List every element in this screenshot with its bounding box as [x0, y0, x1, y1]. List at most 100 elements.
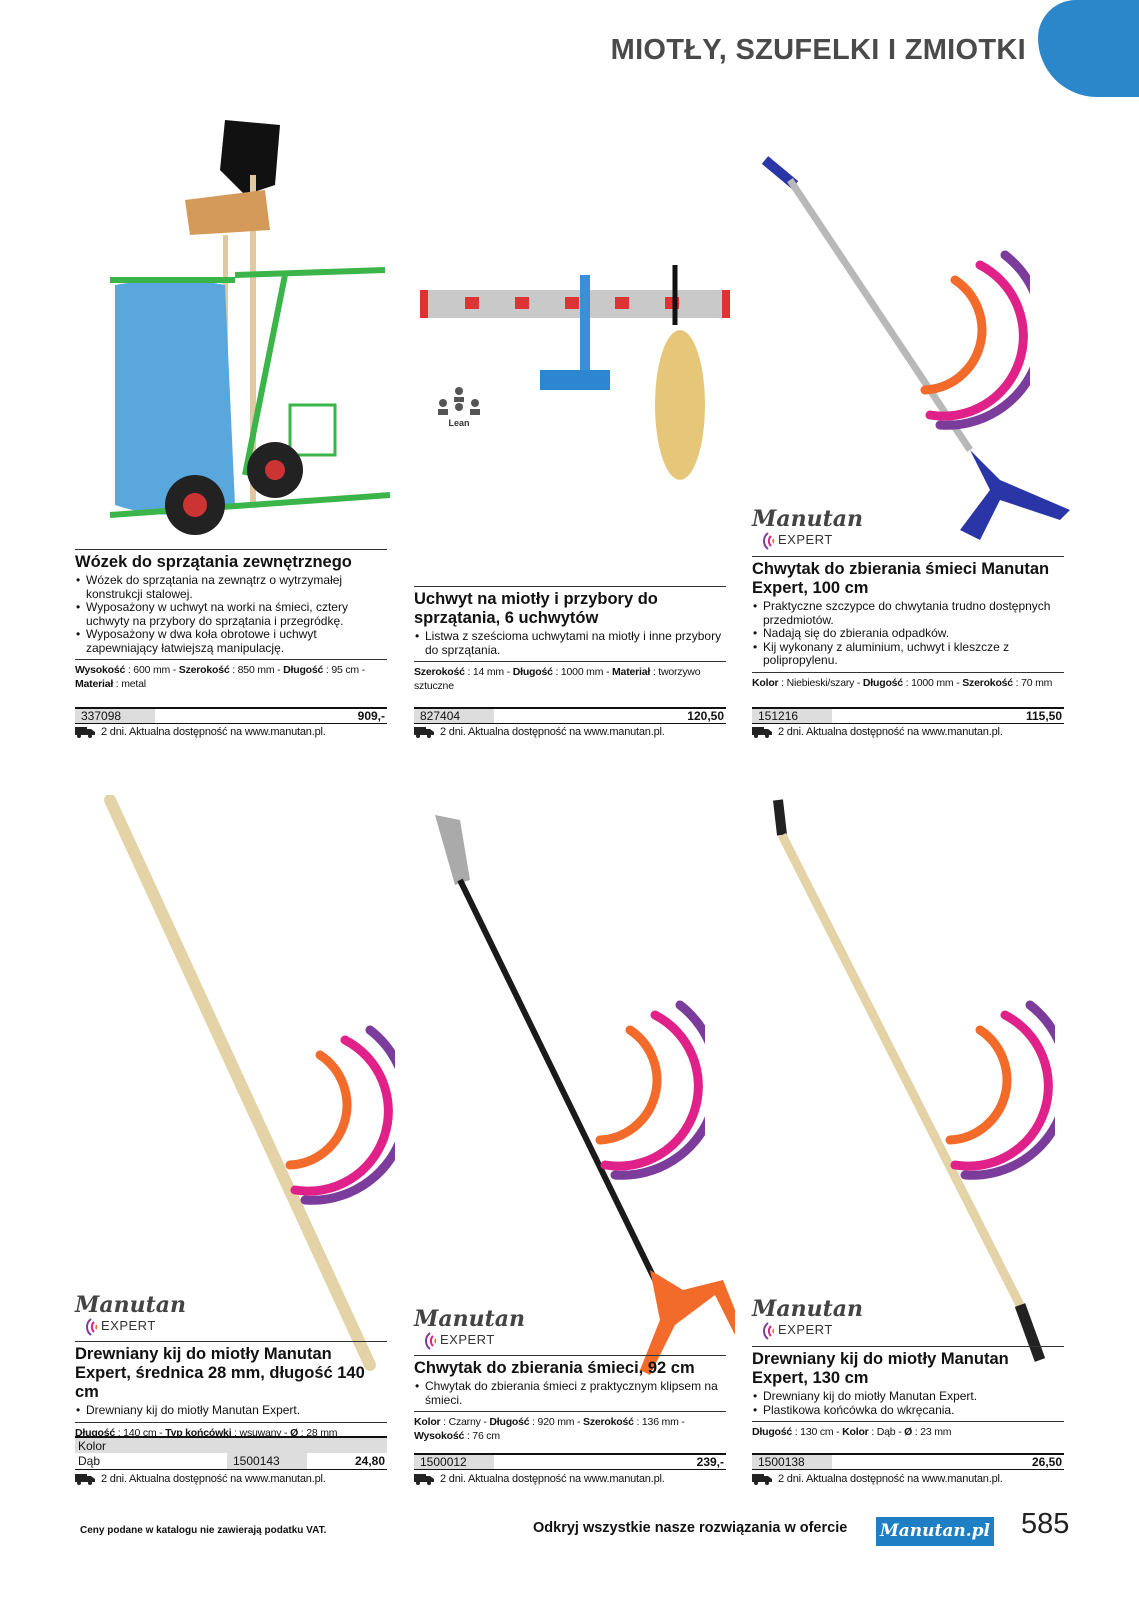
divider [414, 1411, 726, 1412]
feature-list: Drewniany kij do miotły Manutan Expert. [75, 1403, 387, 1418]
spec-value: : 600 mm - [125, 664, 179, 676]
price-row[interactable]: 1500138 26,50 [752, 1453, 1064, 1470]
product-code: 1500138 [752, 1455, 832, 1469]
product-specs: Kolor : Czarny - Długość : 920 mm - Szer… [414, 1415, 726, 1443]
delivery-text: 2 dni. Aktualna dostępność na www.manuta… [778, 1473, 1003, 1485]
spec-label: Wysokość [414, 1430, 465, 1442]
delivery-text: 2 dni. Aktualna dostępność na www.manuta… [440, 1473, 665, 1485]
product-image-wooden-stick-130 [773, 799, 1046, 1362]
product-price: 909,- [357, 709, 385, 723]
delivery-info: 2 dni. Aktualna dostępność na www.manuta… [75, 1473, 326, 1485]
product-price: 26,50 [1031, 1455, 1062, 1469]
delivery-text: 2 dni. Aktualna dostępność na www.manuta… [440, 726, 665, 738]
divider [752, 556, 1064, 560]
feature-item: Nadają się do zbierania odpadków. [752, 626, 1064, 641]
product-code: 337098 [75, 709, 155, 723]
spec-value: : tworzywo sztuczne [414, 666, 701, 692]
spec-value: : Niebieski/szary - [778, 676, 863, 689]
divider [75, 549, 387, 553]
spec-label: Szerokość [962, 676, 1013, 689]
spec-label: Szerokość [583, 1416, 634, 1428]
feature-item: Chwytak do zbierania śmieci z praktyczny… [414, 1379, 726, 1407]
spec-value: : 76 cm [464, 1430, 500, 1442]
divider [75, 1341, 387, 1345]
spec-value: : 1000 mm - [552, 666, 613, 678]
product-image-grabber-92 [435, 815, 735, 1375]
delivery-text: 2 dni. Aktualna dostępność na www.manuta… [101, 1473, 326, 1485]
brand-arcs-icon [285, 1025, 395, 1205]
spec-value: : 1000 mm - [902, 676, 963, 689]
manutan-expert-logo: Manutan EXPERT [752, 1296, 864, 1340]
brand-arcs-icon [945, 1000, 1055, 1180]
divider [752, 1421, 1064, 1422]
spec-value: : 850 mm - [229, 664, 284, 676]
product-title[interactable]: Drewniany kij do miotły Manutan Expert, … [752, 1350, 1009, 1387]
product-code: 1500143 [227, 1453, 307, 1469]
truck-icon [75, 726, 95, 738]
product-card: Chwytak do zbierania śmieci, 92 cm Chwyta… [414, 1355, 726, 1443]
spec-value: : Dąb - [868, 1426, 905, 1438]
spec-label: Szerokość [414, 666, 465, 678]
manutan-expert-logo: Manutan EXPERT [75, 1292, 187, 1336]
spec-value: : 920 mm - [529, 1416, 584, 1428]
feature-item: Drewniany kij do miotły Manutan Expert. [752, 1389, 1064, 1404]
product-title[interactable]: Chwytak do zbierania śmieci Manutan Expe… [752, 560, 1050, 597]
delivery-info: 2 dni. Aktualna dostępność na www.manuta… [75, 726, 326, 738]
feature-item: Wózek do sprzątania na zewnątrz o wytrzy… [75, 573, 387, 601]
page-number: 585 [1021, 1508, 1070, 1540]
manutan-expert-logo: Manutan EXPERT [752, 506, 864, 550]
product-specs: Kolor : Niebieski/szary - Długość : 1000… [752, 676, 1064, 690]
spec-label: Długość [862, 676, 903, 689]
spec-label: Ø [904, 1426, 913, 1438]
spec-label: Długość [75, 1426, 116, 1439]
spec-label: Długość [489, 1416, 530, 1428]
price-row[interactable]: 337098 909,- [75, 707, 387, 724]
feature-item: Listwa z sześcioma uchwytami na miotły i… [414, 629, 726, 657]
spec-label: Kolor [414, 1416, 441, 1428]
delivery-info: 2 dni. Aktualna dostępność na www.manuta… [752, 1473, 1003, 1485]
manutan-pl-link[interactable]: Manutan.pl [876, 1517, 994, 1546]
product-code: 827404 [414, 709, 494, 723]
spec-label: Długość [752, 1426, 793, 1438]
spec-label: Typ końcówki [165, 1426, 232, 1439]
product-code: 151216 [752, 709, 832, 723]
product-specs: Szerokość : 14 mm - Długość : 1000 mm - … [414, 665, 726, 693]
spec-label: Materiał [612, 666, 651, 678]
feature-list: Chwytak do zbierania śmieci z praktyczny… [414, 1379, 726, 1407]
section-tab-marker [1038, 0, 1139, 97]
product-title[interactable]: Drewniany kij do miotły Manutan Expert, … [75, 1345, 365, 1401]
spec-value: : 70 mm [1012, 676, 1053, 689]
divider [752, 671, 1064, 673]
feature-item: Kij wykonany z aluminium, uchwyt i klesz… [752, 640, 1064, 668]
product-image-broom-holder [420, 265, 730, 480]
spec-value: : 23 mm [912, 1426, 952, 1438]
product-specs: Długość : 130 cm - Kolor : Dąb - Ø : 23 … [752, 1425, 1064, 1439]
spec-label: Wysokość [75, 664, 126, 676]
delivery-text: 2 dni. Aktualna dostępność na www.manuta… [101, 726, 326, 738]
product-title[interactable]: Chwytak do zbierania śmieci, 92 cm [414, 1359, 695, 1377]
product-title[interactable]: Wózek do sprzątania zewnętrznego [75, 553, 352, 571]
lean-icon: Lean [438, 387, 480, 427]
variant-color: Dąb [78, 1454, 101, 1468]
spec-label: Kolor [842, 1426, 869, 1438]
product-card: Wózek do sprzątania zewnętrznegoWózek do… [75, 549, 387, 691]
page-title: MIOTŁY, SZUFELKI I ZMIOTKI [610, 34, 1026, 66]
truck-icon [752, 726, 772, 738]
spec-value: : metal [113, 678, 146, 690]
divider [75, 1421, 387, 1423]
spec-label: Ø [290, 1426, 299, 1439]
feature-list: Drewniany kij do miotły Manutan Expert.P… [752, 1389, 1064, 1417]
divider [75, 659, 387, 660]
delivery-info: 2 dni. Aktualna dostępność na www.manuta… [752, 726, 1003, 738]
feature-list: Listwa z sześcioma uchwytami na miotły i… [414, 629, 726, 657]
product-specs: Wysokość : 600 mm - Szerokość : 850 mm -… [75, 663, 387, 691]
product-image-grabber-100 [761, 156, 1070, 540]
product-title[interactable]: Uchwyt na miotły i przybory do sprzątani… [414, 590, 658, 627]
brand-arcs-icon [920, 250, 1030, 430]
feature-item: Praktyczne szczypce do chwytania trudno … [752, 599, 1064, 627]
